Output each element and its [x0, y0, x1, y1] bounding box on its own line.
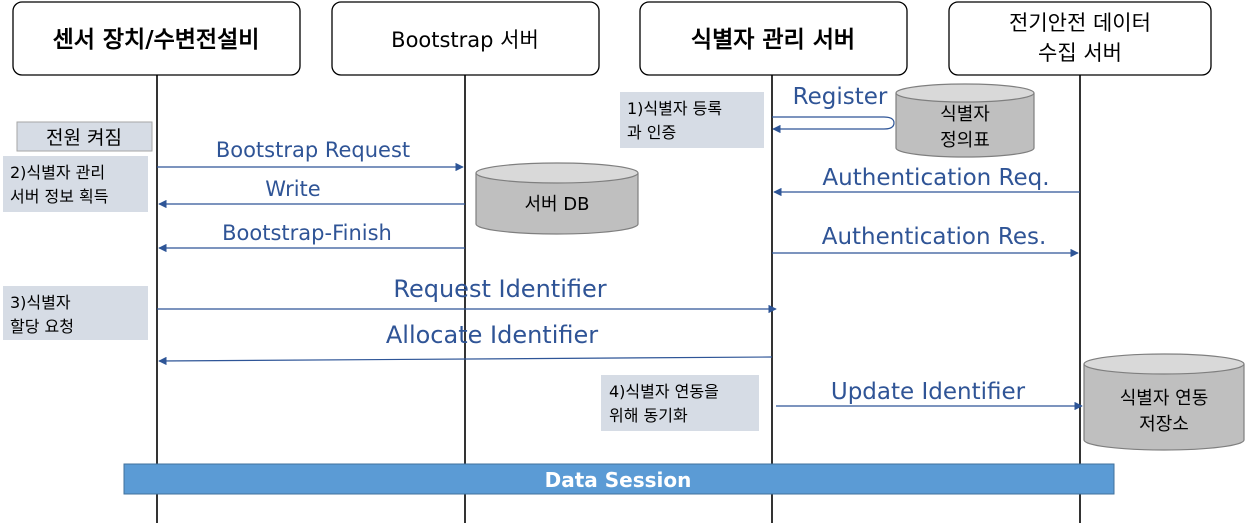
db-sync-store-line2: 저장소 — [1139, 414, 1189, 435]
msg-auth-res-label: Authentication Res. — [822, 224, 1047, 250]
note-1-line2: 과 인증 — [627, 123, 676, 142]
db-id-definition-line1: 식별자 — [940, 104, 990, 125]
note-4-line1: 4)식별자 연동을 — [609, 382, 719, 401]
note-4-line2: 위해 동기화 — [609, 406, 688, 425]
note-3-line2: 할당 요청 — [10, 317, 74, 336]
participant-sensor: 센서 장치/수변전설비 — [12, 1, 301, 76]
msg-write-label: Write — [265, 177, 320, 201]
msg-allocate-identifier-label: Allocate Identifier — [386, 321, 598, 349]
note-1: 1)식별자 등록 과 인증 — [620, 92, 764, 148]
msg-auth-req-label: Authentication Req. — [822, 165, 1049, 191]
power-on-note: 전원 켜짐 — [16, 121, 153, 152]
msg-allocate-identifier-arrow — [158, 356, 773, 366]
msg-bootstrap-finish-label: Bootstrap-Finish — [222, 221, 392, 245]
participant-id-server: 식별자 관리 서버 — [639, 1, 908, 76]
db-server-label: 서버 DB — [524, 194, 589, 215]
participant-collect-server-label-line2: 수집 서버 — [1038, 41, 1122, 65]
note-3: 3)식별자 할당 요청 — [3, 286, 148, 340]
participant-bootstrap-label: Bootstrap 서버 — [391, 28, 539, 52]
db-sync-store-line1: 식별자 연동 — [1120, 388, 1209, 409]
participant-collect-server-label-line1: 전기안전 데이터 — [1009, 11, 1151, 35]
msg-bootstrap-request-label: Bootstrap Request — [216, 138, 410, 162]
db-server: 서버 DB — [475, 162, 639, 235]
note-1-line1: 1)식별자 등록 — [627, 99, 722, 118]
db-sync-store: 식별자 연동 저장소 — [1083, 353, 1245, 451]
note-2: 2)식별자 관리 서버 정보 획득 — [3, 156, 148, 212]
msg-update-identifier-label: Update Identifier — [831, 379, 1026, 405]
participant-bootstrap: Bootstrap 서버 — [331, 1, 600, 76]
db-id-definition: 식별자 정의표 — [895, 83, 1035, 158]
participant-collect-server: 전기안전 데이터 수집 서버 — [948, 1, 1212, 76]
data-session-bar: Data Session — [123, 463, 1115, 495]
note-3-line1: 3)식별자 — [10, 293, 71, 312]
msg-register-arrow — [772, 116, 895, 134]
note-2-line1: 2)식별자 관리 — [10, 163, 105, 182]
data-session-label: Data Session — [545, 468, 692, 492]
note-2-line2: 서버 정보 획득 — [10, 187, 109, 206]
note-4: 4)식별자 연동을 위해 동기화 — [601, 375, 759, 431]
participant-sensor-label: 센서 장치/수변전설비 — [53, 27, 260, 53]
power-on-label: 전원 켜짐 — [46, 127, 122, 149]
msg-register-label: Register — [793, 84, 888, 110]
db-id-definition-line2: 정의표 — [940, 130, 990, 151]
msg-request-identifier-label: Request Identifier — [393, 275, 606, 303]
participant-id-server-label: 식별자 관리 서버 — [691, 27, 855, 53]
